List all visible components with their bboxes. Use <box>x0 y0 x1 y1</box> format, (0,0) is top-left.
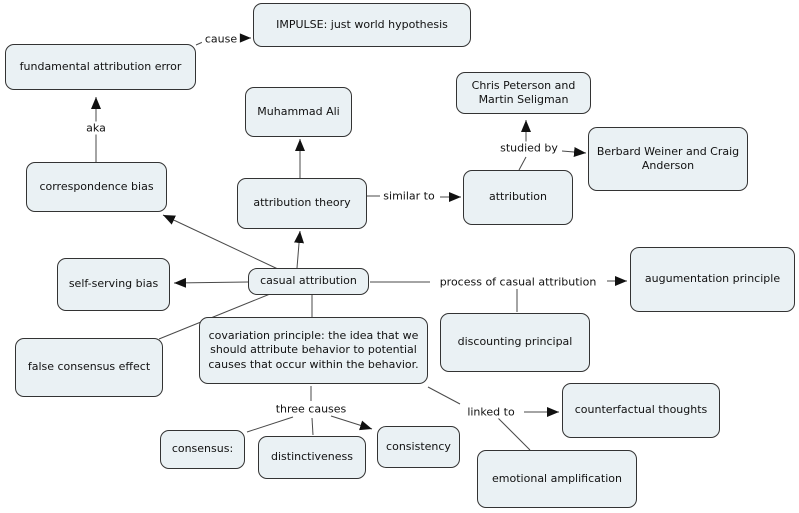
link-label-three-causes[interactable]: three causes <box>272 402 350 416</box>
node-counterfactual-thoughts[interactable]: counterfactual thoughts <box>562 383 720 438</box>
node-augumentation-principle[interactable]: augumentation principle <box>630 247 795 312</box>
node-impulse-just-world-hypothesis[interactable]: IMPULSE: just world hypothesis <box>253 3 471 47</box>
connector-casual-to-false-consensus <box>158 293 271 340</box>
node-discounting-principal[interactable]: discounting principal <box>440 313 590 372</box>
node-emotional-amplification[interactable]: emotional amplification <box>477 450 637 508</box>
connector-three-causes-to-consistency-arrow <box>330 415 373 431</box>
connector-three-causes-to-consensus <box>246 416 294 433</box>
link-label-linked-to[interactable]: linked to <box>464 405 518 419</box>
node-false-consensus-effect[interactable]: false consensus effect <box>15 338 163 397</box>
connector-linked-to-to-emotional <box>496 416 531 451</box>
node-covariation-principle[interactable]: covariation principle: the idea that we … <box>199 317 428 384</box>
node-attribution[interactable]: attribution <box>463 170 573 225</box>
connector-casual-to-correspondence-arrow <box>162 214 281 271</box>
node-correspondence-bias[interactable]: correspondence bias <box>26 162 167 212</box>
connector-casual-to-self-serving-arrow <box>173 277 249 288</box>
link-label-cause[interactable]: cause <box>201 32 241 46</box>
connector-studied-by-to-berbard-weiner-arrow <box>561 147 587 157</box>
node-consensus[interactable]: consensus: <box>160 430 245 469</box>
link-label-process-of-casual-attribution[interactable]: process of casual attribution <box>436 275 600 289</box>
connector-attribution-to-studied-by <box>518 156 527 171</box>
node-distinctiveness[interactable]: distinctiveness <box>258 436 366 479</box>
connector-three-causes-to-distinctiveness <box>311 417 314 436</box>
node-muhammad-ali[interactable]: Muhammad Ali <box>245 87 352 137</box>
link-label-similar-to[interactable]: similar to <box>380 189 438 203</box>
node-chris-peterson-and-martin-seligman[interactable]: Chris Peterson and Martin Seligman <box>456 72 591 114</box>
node-consistency[interactable]: consistency <box>377 426 460 468</box>
node-casual-attribution[interactable]: casual attribution <box>248 268 369 295</box>
node-self-serving-bias[interactable]: self-serving bias <box>57 258 170 311</box>
node-attribution-theory[interactable]: attribution theory <box>237 178 367 229</box>
connector-casual-to-attribution-theory-arrow <box>294 230 305 269</box>
connector-covariation-to-linked-to <box>427 386 461 405</box>
node-fundamental-attribution-error[interactable]: fundamental attribution error <box>5 44 196 90</box>
link-label-studied-by[interactable]: studied by <box>497 141 561 155</box>
node-berbard-weiner-and-craig-anderson[interactable]: Berbard Weiner and Craig Anderson <box>588 127 748 191</box>
link-label-aka[interactable]: aka <box>83 121 109 135</box>
